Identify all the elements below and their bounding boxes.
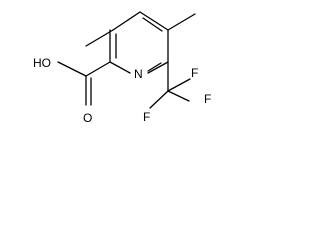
pyridine-ring [85,11,169,74]
hydroxyl-label: HO [33,56,51,70]
cf-bond-right [167,90,190,102]
carbonyl-oxygen-label: O [83,111,92,125]
carboxyl-carbon-bond [85,61,111,77]
cf-bond-left [149,90,169,109]
methyl-bond [167,13,196,31]
ring-bond-c2-c3 [85,29,114,47]
ring-bond-n-c2 [109,61,131,74]
ring-double-bond-inner-top [142,17,163,32]
ring-bond-c6-n [147,61,169,74]
ring-bond-c4-c5 [139,11,169,31]
chemical-structure: HO O N F F F [33,11,211,125]
cf-bond-top [167,78,191,92]
ring-nitrogen-label: N [134,67,143,81]
ring-double-bond-inner-right [147,62,162,72]
fluorine-top-label: F [191,66,198,80]
carboxyl-oh-bond [57,61,87,77]
ring-bond-c3-c4 [112,11,141,31]
fluorine-bottom-label: F [143,110,150,124]
carboxylic-acid-group: HO O [33,56,111,125]
trifluoromethyl-group: F F F [143,61,211,124]
fluorine-right-label: F [204,92,211,106]
